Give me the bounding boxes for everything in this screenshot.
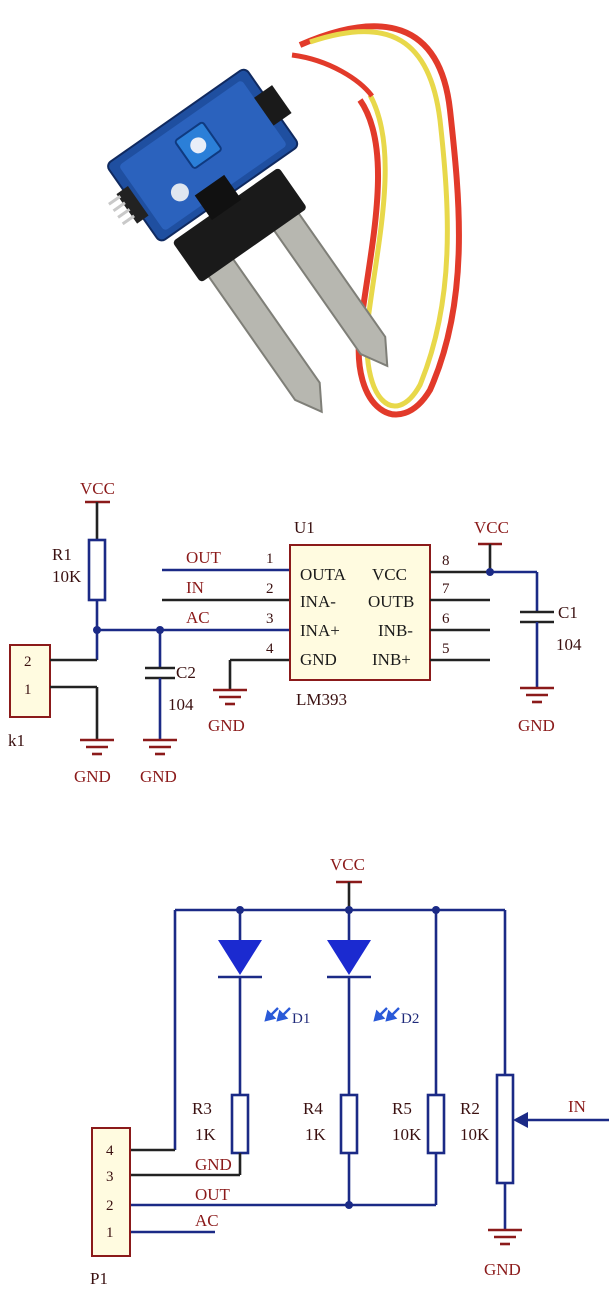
vcc-right-label: VCC: [474, 518, 509, 537]
net-ac-2: AC: [195, 1211, 219, 1230]
k1-ref: k1: [8, 731, 25, 750]
net-out-2: OUT: [195, 1185, 231, 1204]
net-ac: AC: [186, 608, 210, 627]
gnd-label-1: GND: [74, 767, 111, 786]
p1-connector: [91, 1127, 131, 1257]
net-gnd: GND: [195, 1155, 232, 1174]
d2-led: [327, 940, 371, 975]
vcc-label-2: VCC: [330, 855, 365, 874]
svg-text:1: 1: [106, 1225, 114, 1241]
r1-value: 10K: [52, 567, 82, 586]
gnd-label-2: GND: [140, 767, 177, 786]
svg-text:7: 7: [442, 581, 450, 597]
lm393-part: LM393: [296, 690, 347, 709]
svg-text:INA+: INA+: [300, 621, 340, 640]
c2-value: 104: [168, 695, 194, 714]
r5-value: 10K: [392, 1125, 422, 1144]
svg-text:1: 1: [24, 682, 32, 698]
probe-head: [173, 168, 306, 282]
svg-text:4: 4: [266, 641, 274, 657]
svg-text:GND: GND: [300, 650, 337, 669]
svg-text:4: 4: [106, 1143, 114, 1159]
r3-ref: R3: [192, 1099, 212, 1118]
d1-ref: D1: [292, 1011, 310, 1027]
r5-ref: R5: [392, 1099, 412, 1118]
r2-potentiometer: [495, 1073, 515, 1185]
svg-text:2: 2: [24, 654, 32, 670]
r3-resistor: [230, 1093, 250, 1155]
svg-text:3: 3: [106, 1169, 114, 1185]
svg-text:2: 2: [106, 1198, 114, 1214]
lm393-chip: [289, 544, 431, 681]
svg-text:8: 8: [442, 553, 450, 569]
led-indicator-schematic: VCC D1 R3 1K GND: [90, 855, 609, 1288]
r1-ref: R1: [52, 545, 72, 564]
svg-text:2: 2: [266, 581, 274, 597]
gnd-label-3: GND: [208, 716, 245, 735]
wire-red: [298, 23, 462, 418]
c1-ref: C1: [558, 603, 578, 622]
r5-resistor: [426, 1093, 446, 1155]
svg-text:INB-: INB-: [378, 621, 413, 640]
svg-text:1: 1: [266, 551, 274, 567]
gnd-symbol: [520, 686, 554, 704]
comparator-schematic: VCC R1 10K C2 104 2 1 k1 GND G: [8, 479, 582, 786]
p1-ref: P1: [90, 1269, 108, 1288]
r2-value: 10K: [460, 1125, 490, 1144]
wiper-arrow-icon: [513, 1112, 528, 1128]
wire-red-2: [291, 52, 374, 98]
c2-ref: C2: [176, 663, 196, 682]
r4-value: 1K: [305, 1125, 327, 1144]
r4-resistor: [339, 1093, 359, 1155]
svg-text:INA-: INA-: [300, 592, 336, 611]
r4-ref: R4: [303, 1099, 323, 1118]
r2-ref: R2: [460, 1099, 480, 1118]
k1-connector: [9, 644, 51, 718]
svg-text:VCC: VCC: [372, 565, 407, 584]
d2-light-arrows: [373, 1007, 400, 1022]
in-label: IN: [568, 1097, 586, 1116]
c1-value: 104: [556, 635, 582, 654]
r1-resistor: [87, 538, 107, 602]
vcc-left-label: VCC: [80, 479, 115, 498]
d1-light-arrows: [264, 1007, 291, 1022]
d1-led: [218, 940, 262, 975]
d2-ref: D2: [401, 1011, 419, 1027]
gnd-label-5: GND: [484, 1260, 521, 1279]
svg-text:OUTA: OUTA: [300, 565, 347, 584]
gnd-symbol: [80, 738, 114, 756]
svg-text:6: 6: [442, 611, 450, 627]
gnd-symbol: [488, 1228, 522, 1246]
gnd-symbol: [213, 688, 247, 706]
svg-text:INB+: INB+: [372, 650, 411, 669]
svg-text:3: 3: [266, 611, 274, 627]
wire-yellow: [309, 29, 450, 409]
gnd-label-4: GND: [518, 716, 555, 735]
soil-moisture-sensor-photo: [107, 23, 462, 418]
u1-ref: U1: [294, 518, 315, 537]
net-in: IN: [186, 578, 204, 597]
svg-text:OUTB: OUTB: [368, 592, 414, 611]
net-out: OUT: [186, 548, 222, 567]
svg-text:5: 5: [442, 641, 450, 657]
gnd-symbol: [143, 738, 177, 756]
r3-value: 1K: [195, 1125, 217, 1144]
